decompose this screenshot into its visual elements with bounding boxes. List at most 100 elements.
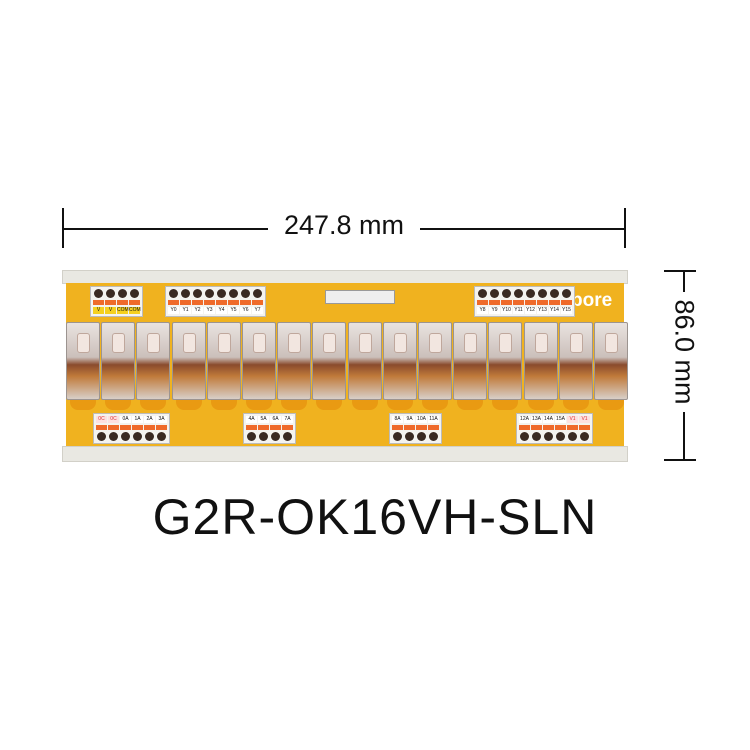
terminal[interactable]: Y14 [549, 289, 560, 314]
terminal[interactable]: 9A [404, 416, 415, 441]
terminal-lever[interactable] [204, 300, 215, 305]
terminal-hole [568, 432, 577, 441]
terminal-hole [556, 432, 565, 441]
terminal-lever[interactable] [392, 425, 403, 430]
terminal-lever[interactable] [228, 300, 239, 305]
relay-base [492, 400, 519, 410]
terminal-lever[interactable] [93, 300, 104, 305]
terminal[interactable]: 3A [156, 416, 167, 441]
terminal[interactable]: Y6 [240, 289, 251, 314]
terminal[interactable]: V [105, 289, 116, 314]
relay [206, 322, 241, 400]
terminal[interactable]: Y9 [489, 289, 500, 314]
terminal[interactable]: Y15 [561, 289, 572, 314]
terminal-lever[interactable] [531, 425, 542, 430]
terminal-lever[interactable] [543, 425, 554, 430]
terminal-lever[interactable] [120, 425, 131, 430]
terminal-lever[interactable] [525, 300, 536, 305]
terminal[interactable]: 0C [96, 416, 107, 441]
terminal[interactable]: Y11 [513, 289, 524, 314]
terminal-lever[interactable] [132, 425, 143, 430]
terminal[interactable]: 13A [531, 416, 542, 441]
terminal[interactable]: 0A [120, 416, 131, 441]
terminal[interactable]: 5A [258, 416, 269, 441]
terminal-lever[interactable] [513, 300, 524, 305]
terminal-lever[interactable] [258, 425, 269, 430]
terminal-lever[interactable] [216, 300, 227, 305]
terminal[interactable]: Y2 [192, 289, 203, 314]
terminal-lever[interactable] [537, 300, 548, 305]
terminal-lever[interactable] [105, 300, 116, 305]
terminal-lever[interactable] [144, 425, 155, 430]
terminal[interactable]: 8A [392, 416, 403, 441]
terminal[interactable]: Y3 [204, 289, 215, 314]
terminal-lever[interactable] [240, 300, 251, 305]
terminal[interactable]: 10A [416, 416, 427, 441]
terminal-lever[interactable] [404, 425, 415, 430]
terminal[interactable]: Y0 [168, 289, 179, 314]
terminal-lever[interactable] [501, 300, 512, 305]
terminal[interactable]: 0C [108, 416, 119, 441]
terminal-lever[interactable] [108, 425, 119, 430]
terminal[interactable]: 6A [270, 416, 281, 441]
terminal-lever[interactable] [477, 300, 488, 305]
terminal-lever[interactable] [489, 300, 500, 305]
terminal[interactable]: 7A [282, 416, 293, 441]
terminal-label: 9A [404, 416, 415, 423]
terminal-lever[interactable] [561, 300, 572, 305]
terminal-lever[interactable] [428, 425, 439, 430]
terminal[interactable]: 14A [543, 416, 554, 441]
terminal-label: 13A [531, 416, 542, 423]
terminal-lever[interactable] [96, 425, 107, 430]
relay-base [386, 400, 413, 410]
terminal[interactable]: Y12 [525, 289, 536, 314]
terminal-lever[interactable] [156, 425, 167, 430]
terminal[interactable]: 15A [555, 416, 566, 441]
terminal[interactable]: 4A [246, 416, 257, 441]
terminal-lever[interactable] [270, 425, 281, 430]
terminal[interactable]: V [93, 289, 104, 314]
terminal[interactable]: Y4 [216, 289, 227, 314]
terminal-lever[interactable] [555, 425, 566, 430]
terminal[interactable]: 11A [428, 416, 439, 441]
terminal[interactable]: V1 [567, 416, 578, 441]
terminal-lever[interactable] [117, 300, 128, 305]
relay-base [246, 400, 272, 410]
terminal-label: Y14 [549, 307, 560, 314]
terminal[interactable]: Y13 [537, 289, 548, 314]
terminal[interactable]: 2A [144, 416, 155, 441]
terminal-lever[interactable] [282, 425, 293, 430]
terminal-lever[interactable] [567, 425, 578, 430]
terminal[interactable]: 12A [519, 416, 530, 441]
relay-base [457, 400, 484, 410]
terminal[interactable]: COM [129, 289, 141, 314]
terminal[interactable]: V1 [579, 416, 590, 441]
terminal-lever[interactable] [416, 425, 427, 430]
terminal-lever[interactable] [246, 425, 257, 430]
terminal[interactable]: COM [117, 289, 129, 314]
terminal-lever[interactable] [180, 300, 191, 305]
height-dim-tick-bottom [664, 459, 696, 461]
terminal-lever[interactable] [192, 300, 203, 305]
terminal-lever[interactable] [129, 300, 140, 305]
terminal-hole [157, 432, 166, 441]
terminal-lever[interactable] [549, 300, 560, 305]
terminal-lever[interactable] [579, 425, 590, 430]
terminal[interactable]: Y1 [180, 289, 191, 314]
terminal-lever[interactable] [252, 300, 263, 305]
terminal-lever[interactable] [168, 300, 179, 305]
terminal-hole [544, 432, 553, 441]
terminal[interactable]: Y5 [228, 289, 239, 314]
terminal[interactable]: 1A [132, 416, 143, 441]
terminal[interactable]: Y8 [477, 289, 488, 314]
terminal[interactable]: Y7 [252, 289, 263, 314]
terminal[interactable]: Y10 [501, 289, 512, 314]
terminal-lever[interactable] [519, 425, 530, 430]
